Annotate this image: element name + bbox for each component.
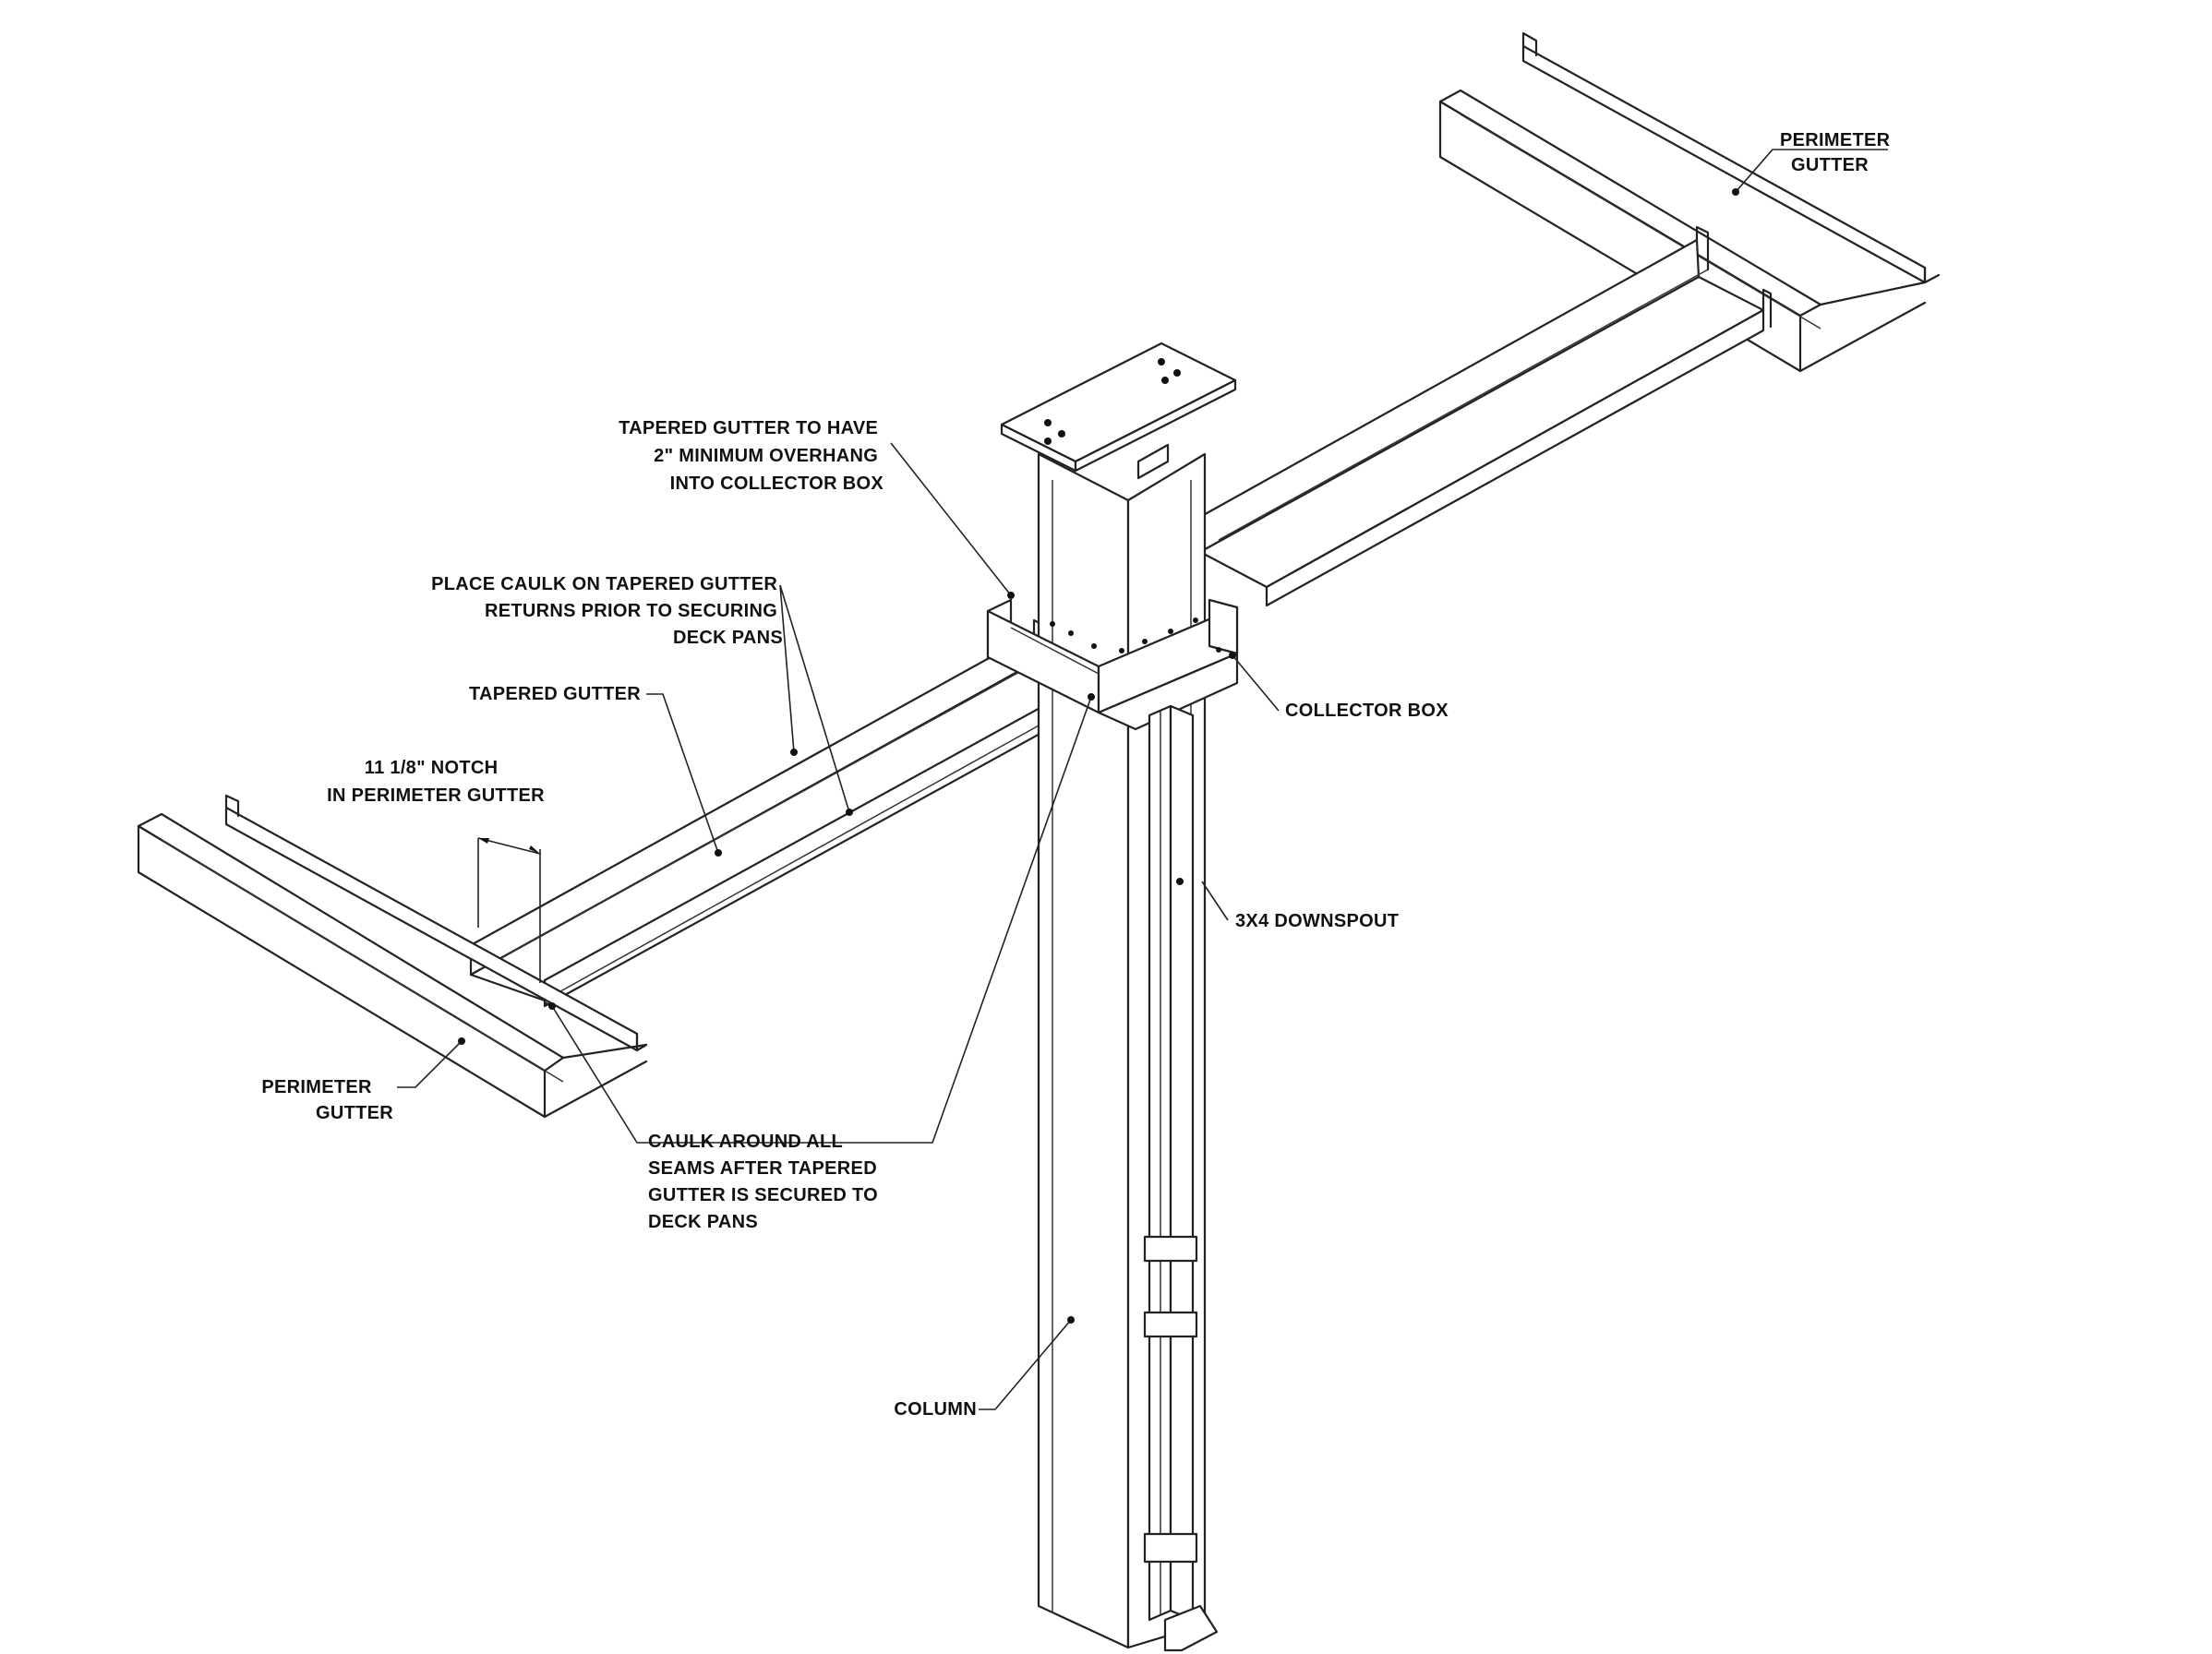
label-perimeter-gutter-left: PERIMETER GUTTER bbox=[261, 1077, 393, 1123]
label-downspout: 3X4 DOWNSPOUT bbox=[1235, 911, 1399, 931]
label-caulk-seams: CAULK AROUND ALL SEAMS AFTER TAPERED GUT… bbox=[648, 1132, 884, 1232]
downspout bbox=[1143, 704, 1219, 1652]
column-cap-plate bbox=[1000, 342, 1237, 473]
label-perimeter-gutter-right: PERIMETER GUTTER bbox=[1780, 130, 1895, 175]
label-tapered-overhang: TAPERED GUTTER TO HAVE 2" MINIMUM OVERHA… bbox=[619, 418, 884, 494]
label-tapered-gutter: TAPERED GUTTER bbox=[469, 684, 641, 704]
perimeter-gutter-left bbox=[137, 794, 648, 1119]
notch-dimension bbox=[477, 837, 541, 983]
tapered-gutter-left bbox=[469, 618, 1100, 1010]
label-place-caulk: PLACE CAULK ON TAPERED GUTTER RETURNS PR… bbox=[431, 574, 783, 648]
leader-lines bbox=[397, 149, 1888, 1410]
collector-box bbox=[986, 598, 1239, 731]
tapered-gutter-right bbox=[1198, 225, 1773, 607]
label-collector-box: COLLECTOR BOX bbox=[1285, 701, 1449, 721]
label-column: COLUMN bbox=[894, 1399, 977, 1420]
label-notch: 11 1/8" NOTCH IN PERIMETER GUTTER bbox=[327, 758, 545, 806]
